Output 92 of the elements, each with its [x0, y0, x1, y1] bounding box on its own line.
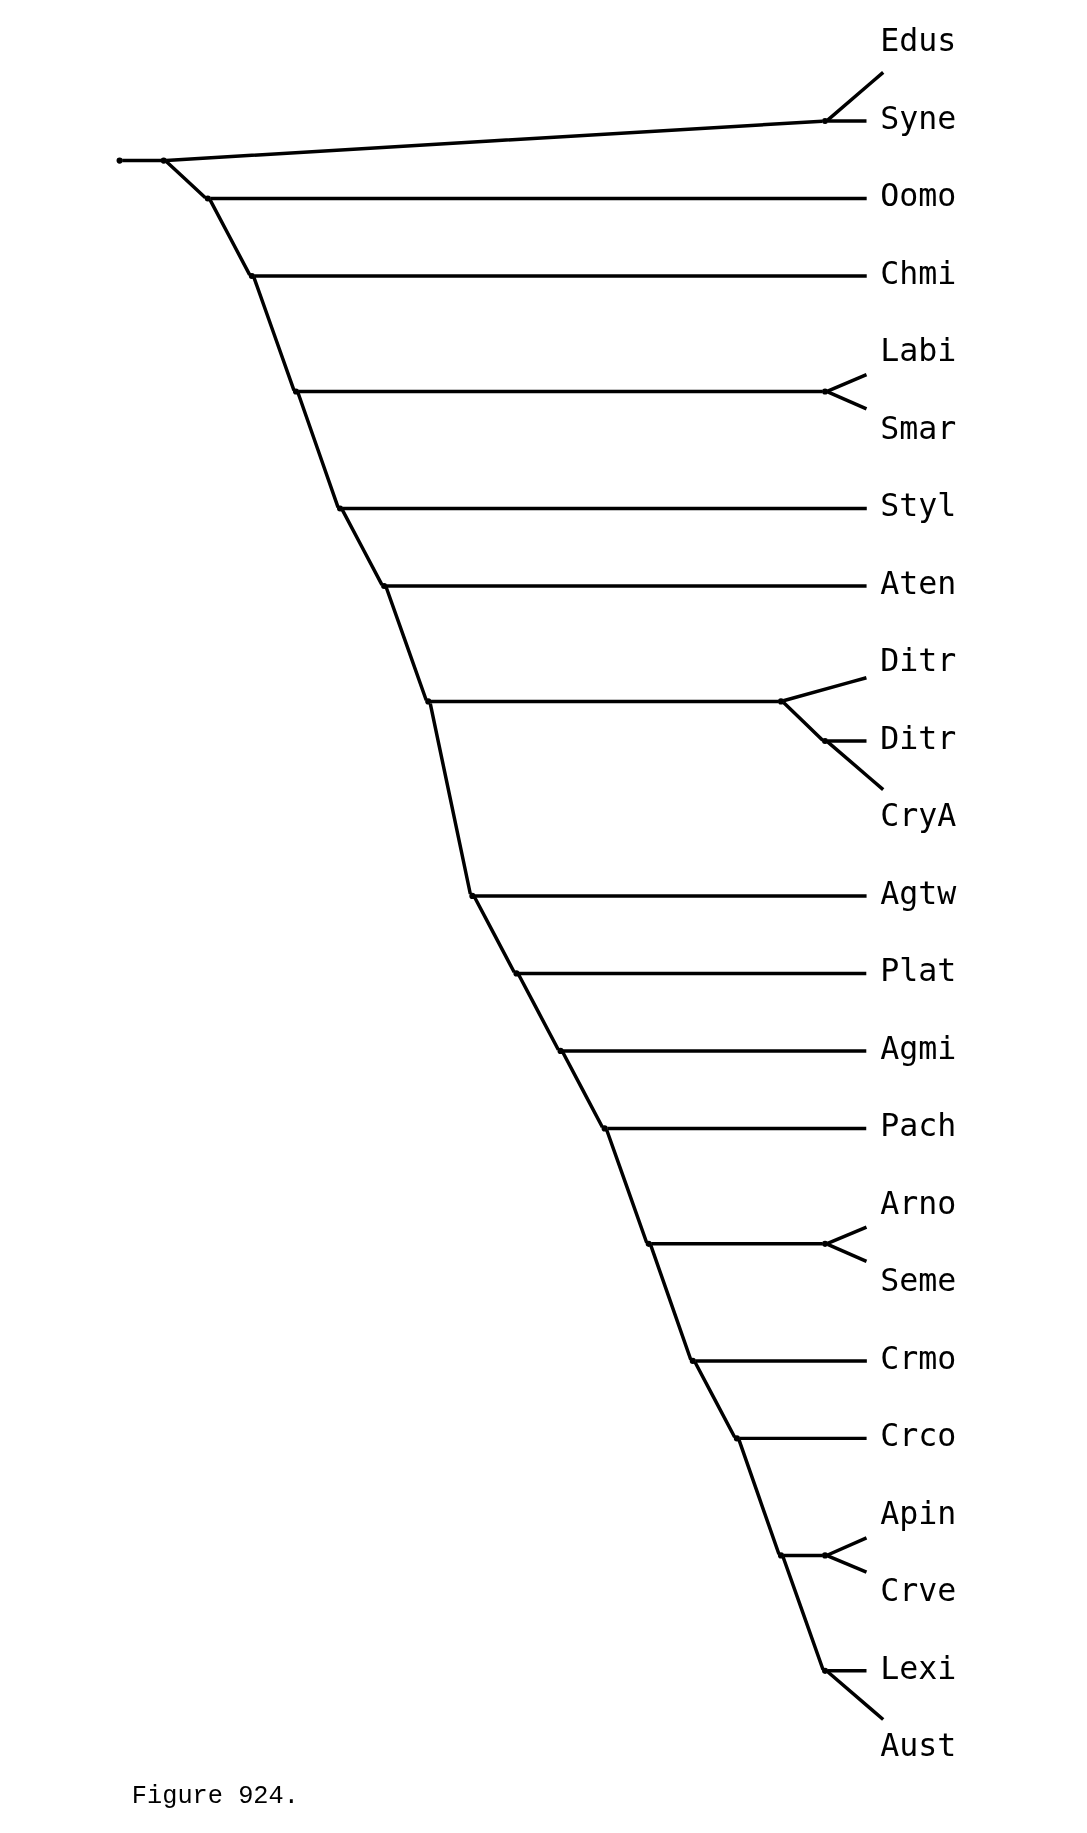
connector [384, 586, 428, 701]
connector [519, 971, 867, 976]
node-text: Aust [880, 1727, 957, 1764]
connector [430, 699, 779, 704]
node-point [204, 195, 211, 202]
node-point [822, 1240, 829, 1247]
connector [783, 1553, 823, 1558]
node-point [645, 1240, 652, 1247]
connector [165, 160, 207, 199]
connector [165, 119, 823, 163]
connector [607, 1126, 867, 1131]
connector [782, 701, 824, 742]
connector [827, 119, 867, 123]
node-point [822, 737, 829, 744]
node-point [822, 1552, 829, 1559]
node-text: Crve [880, 1572, 957, 1609]
connector [695, 1359, 867, 1363]
node-text: Agtw [880, 874, 957, 911]
node-text: Syne [880, 99, 957, 136]
node-point [733, 1435, 740, 1442]
connector [605, 1129, 649, 1244]
connector [739, 1436, 867, 1441]
node-point [248, 272, 255, 280]
connector [826, 1670, 885, 1721]
node-text: Labi [880, 332, 957, 369]
node-point [557, 1047, 564, 1054]
connector [827, 1669, 867, 1673]
node-text: Ditr [880, 642, 957, 679]
node-point [822, 1667, 829, 1674]
node-point [469, 892, 476, 899]
node-point [292, 388, 300, 395]
connector [561, 1051, 604, 1129]
connector [826, 373, 868, 393]
node-text: Chmi [880, 254, 957, 291]
connector [827, 1225, 868, 1246]
node-point [777, 1552, 785, 1559]
node-text: Ditr [880, 719, 957, 756]
connector [826, 390, 868, 411]
connector [827, 739, 867, 743]
node-point [337, 505, 344, 512]
node-text: Smar [880, 409, 957, 446]
node-text: Styl [880, 487, 957, 524]
connector [782, 676, 867, 703]
connector [693, 1361, 737, 1439]
connector [827, 1554, 868, 1574]
connector [517, 973, 560, 1051]
connector [826, 71, 885, 122]
node-text: Lexi [880, 1649, 957, 1686]
node-text: Oomo [880, 177, 957, 214]
node-point [822, 388, 829, 395]
connector [826, 740, 885, 791]
connector [781, 1556, 825, 1671]
connector [826, 1536, 868, 1557]
node-point [777, 698, 785, 705]
node-point [381, 582, 388, 590]
connector [340, 509, 384, 586]
caption: Figure 924. [131, 1782, 299, 1812]
connector [210, 196, 867, 201]
node-point [425, 698, 432, 705]
node-text: Seme [880, 1262, 957, 1299]
connector [122, 158, 162, 163]
node-point [513, 970, 520, 977]
connector [254, 274, 867, 278]
connector [428, 703, 473, 895]
connector [562, 1049, 867, 1053]
connector [296, 392, 340, 508]
node-point [116, 157, 123, 164]
connector [252, 276, 296, 391]
connector [826, 1242, 868, 1263]
node-text: Edus [880, 22, 957, 59]
connector [737, 1439, 781, 1555]
node-text: CryA [880, 797, 957, 834]
node-text: Pach [880, 1107, 957, 1144]
node-text: Aten [880, 564, 957, 601]
node-text: Crmo [880, 1339, 957, 1376]
node-point [601, 1125, 608, 1132]
node-point [160, 157, 167, 164]
connector [386, 584, 867, 588]
node-text: Plat [880, 952, 957, 989]
connector [473, 896, 516, 974]
connector [649, 1244, 693, 1361]
connector [298, 389, 823, 394]
node-text: Agmi [880, 1029, 957, 1066]
connector [342, 506, 867, 511]
node-text: Arno [880, 1184, 957, 1221]
node-point [689, 1357, 696, 1364]
connector [474, 894, 867, 898]
node-text: Crco [880, 1417, 957, 1454]
node-text: Apin [880, 1494, 957, 1531]
connector [651, 1242, 823, 1246]
node-point [822, 117, 829, 125]
connector [208, 199, 252, 276]
